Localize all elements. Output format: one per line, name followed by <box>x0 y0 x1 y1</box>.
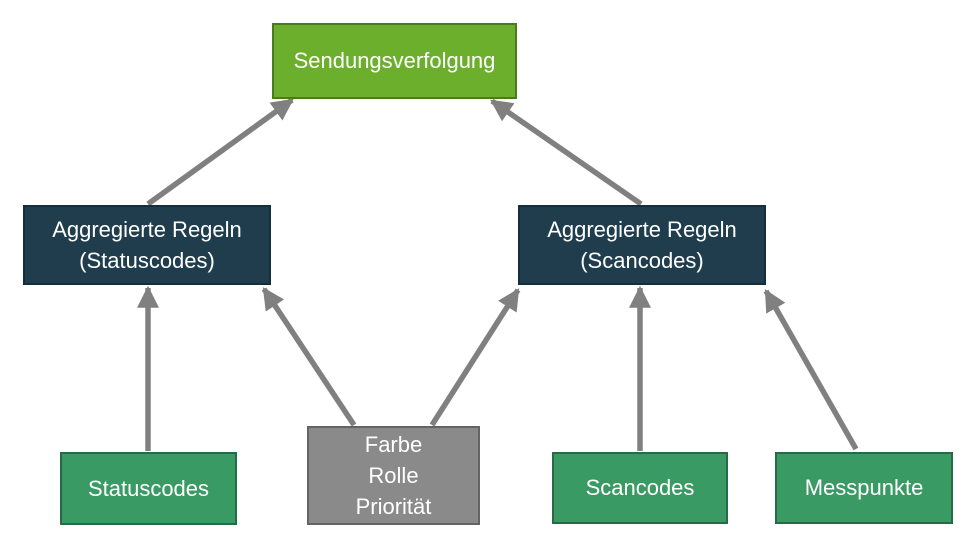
node-sendungsverfolgung: Sendungsverfolgung <box>272 23 517 99</box>
arrow-farbe-rolle-prioritaet-to-aggregierte-regeln-statuscodes <box>261 287 357 427</box>
arrow-farbe-rolle-prioritaet-to-aggregierte-regeln-scancodes <box>429 288 521 427</box>
arrow-aggregierte-regeln-statuscodes-to-sendungsverfolgung <box>146 97 294 207</box>
node-scancodes: Scancodes <box>552 452 728 524</box>
node-statuscodes: Statuscodes <box>60 452 237 525</box>
node-messpunkte-label: Messpunkte <box>804 475 924 501</box>
node-aggregierte-regeln-statuscodes-label: Aggregierte Regeln (Statuscodes) <box>52 216 242 273</box>
arrow-aggregierte-regeln-scancodes-to-sendungsverfolgung <box>490 98 643 207</box>
node-messpunkte: Messpunkte <box>775 452 953 524</box>
node-farbe-rolle-prioritaet-label: Farbe Rolle Priorität <box>355 431 432 520</box>
node-scancodes-label: Scancodes <box>585 475 695 501</box>
node-statuscodes-label: Statuscodes <box>87 475 210 501</box>
node-aggregierte-regeln-scancodes: Aggregierte Regeln (Scancodes) <box>518 205 766 285</box>
node-sendungsverfolgung-label: Sendungsverfolgung <box>293 48 496 74</box>
node-aggregierte-regeln-scancodes-label: Aggregierte Regeln (Scancodes) <box>547 216 737 273</box>
node-farbe-rolle-prioritaet: Farbe Rolle Priorität <box>307 426 480 525</box>
arrow-messpunkte-to-aggregierte-regeln-scancodes <box>763 289 859 451</box>
node-aggregierte-regeln-statuscodes: Aggregierte Regeln (Statuscodes) <box>23 205 271 285</box>
